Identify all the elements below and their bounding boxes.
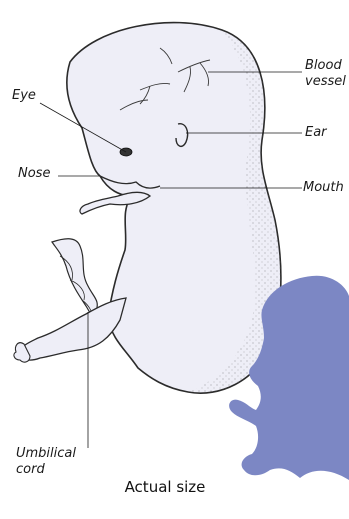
label-nose: Nose	[18, 166, 50, 181]
label-eye: Eye	[12, 88, 36, 103]
label-blood-vessel-2: vessel	[305, 74, 346, 89]
embryo-leg	[18, 298, 126, 360]
label-mouth: Mouth	[303, 180, 344, 195]
label-umbilical-cord-2: cord	[16, 462, 45, 477]
label-umbilical-cord-1: Umbilical	[16, 446, 76, 461]
label-blood-vessel-1: Blood	[305, 58, 342, 73]
label-ear: Ear	[305, 125, 327, 140]
caption-actual-size: Actual size	[0, 478, 330, 496]
